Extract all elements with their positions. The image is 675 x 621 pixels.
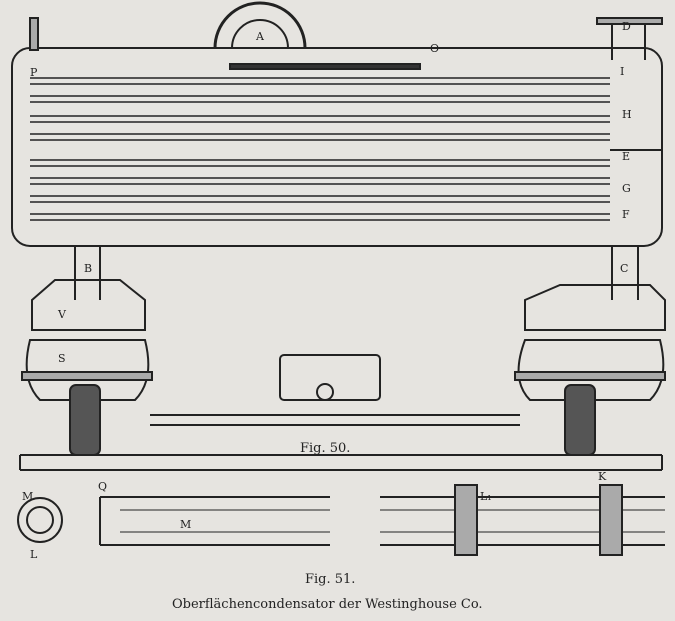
- label-H: H: [622, 108, 632, 121]
- label-Q: Q: [98, 480, 107, 493]
- label-I: I: [620, 65, 624, 78]
- label-F: F: [622, 208, 630, 221]
- label-M: M: [22, 490, 33, 503]
- label-A: A: [255, 30, 265, 43]
- label-M-tube: M: [180, 518, 191, 531]
- label-V: V: [57, 308, 67, 321]
- tube-bundle: [30, 77, 610, 221]
- label-O: O: [430, 42, 439, 55]
- label-B: B: [84, 262, 92, 275]
- label-P: P: [30, 66, 38, 79]
- label-K: K: [598, 470, 607, 483]
- condenser-shell: [11, 47, 663, 247]
- label-G: G: [622, 182, 631, 195]
- label-D: D: [622, 20, 631, 33]
- label-L: L: [30, 548, 38, 561]
- tube-section-outer: [17, 497, 63, 543]
- dome: [213, 1, 307, 49]
- label-S: S: [58, 352, 66, 365]
- label-L1: L₁: [480, 490, 492, 503]
- label-C: C: [620, 262, 628, 275]
- figure-title: Oberflächencondensator der Westinghouse …: [172, 597, 483, 612]
- label-E: E: [622, 150, 630, 163]
- fig50-caption: Fig. 50.: [300, 441, 351, 456]
- fig51-caption: Fig. 51.: [305, 572, 356, 587]
